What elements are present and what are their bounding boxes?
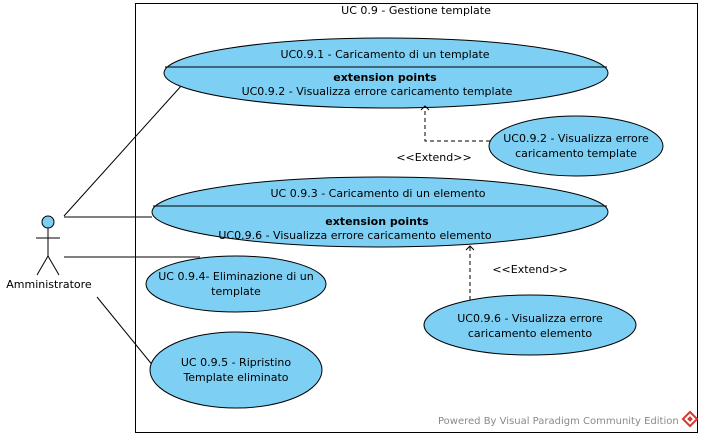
usecase-uc096-shape xyxy=(423,294,637,356)
association-uc095 xyxy=(96,296,155,368)
extend-relation-1 xyxy=(420,105,490,142)
usecase-uc092-shape xyxy=(488,115,664,177)
watermark-text: Powered By Visual Paradigm Community Edi… xyxy=(438,416,679,427)
usecase-uc092-line2: caricamento template xyxy=(515,147,637,160)
usecase-uc091-title: UC0.9.1 - Caricamento di un template xyxy=(280,48,489,61)
usecase-uc095[interactable]: UC 0.9.5 - Ripristino Template eliminato xyxy=(149,331,323,409)
association-uc091 xyxy=(63,84,183,217)
usecase-uc091-shape xyxy=(163,37,609,109)
usecase-uc091[interactable]: UC0.9.1 - Caricamento di un template ext… xyxy=(163,37,609,109)
usecase-uc095-shape xyxy=(149,331,323,409)
actor-head xyxy=(41,215,55,229)
usecase-uc091-ext-heading: extension points xyxy=(333,71,437,84)
usecase-uc093-ext-point: UC0.9.6 - Visualizza errore caricamento … xyxy=(218,229,492,242)
usecase-uc093-ext-heading: extension points xyxy=(325,215,429,228)
usecase-uc093-shape xyxy=(151,176,609,248)
system-title: UC 0.9 - Gestione template xyxy=(341,4,491,17)
actor-name: Amministratore xyxy=(6,278,92,291)
usecase-uc096[interactable]: UC0.9.6 - Visualizza errore caricamento … xyxy=(423,294,637,356)
usecase-uc095-line2: Template eliminato xyxy=(182,371,288,384)
usecase-uc093[interactable]: UC 0.9.3 - Caricamento di un elemento ex… xyxy=(151,176,609,248)
usecase-uc095-line1: UC 0.9.5 - Ripristino xyxy=(181,356,292,369)
extend-label-1: <<Extend>> xyxy=(396,151,471,164)
actor-left-leg xyxy=(36,255,49,276)
usecase-uc096-line2: caricamento elemento xyxy=(468,327,593,340)
actor-right-leg xyxy=(47,255,60,276)
usecase-uc094-shape xyxy=(145,255,327,313)
usecase-uc096-line1: UC0.9.6 - Visualizza errore xyxy=(457,312,603,325)
usecase-uc094-line2: template xyxy=(211,285,261,298)
extend-label-2: <<Extend>> xyxy=(492,263,567,276)
actor-amministratore[interactable]: Amministratore xyxy=(6,215,92,291)
usecase-uc093-title: UC 0.9.3 - Caricamento di un elemento xyxy=(270,187,485,200)
usecase-uc092-line1: UC0.9.2 - Visualizza errore xyxy=(503,132,649,145)
usecase-uc094[interactable]: UC 0.9.4- Eliminazione di un template xyxy=(145,255,327,313)
visual-paradigm-logo-icon xyxy=(681,410,699,428)
usecase-uc091-ext-point: UC0.9.2 - Visualizza errore caricamento … xyxy=(242,85,513,98)
usecase-uc092[interactable]: UC0.9.2 - Visualizza errore caricamento … xyxy=(488,115,664,177)
usecase-uc094-line1: UC 0.9.4- Eliminazione di un xyxy=(158,270,314,283)
